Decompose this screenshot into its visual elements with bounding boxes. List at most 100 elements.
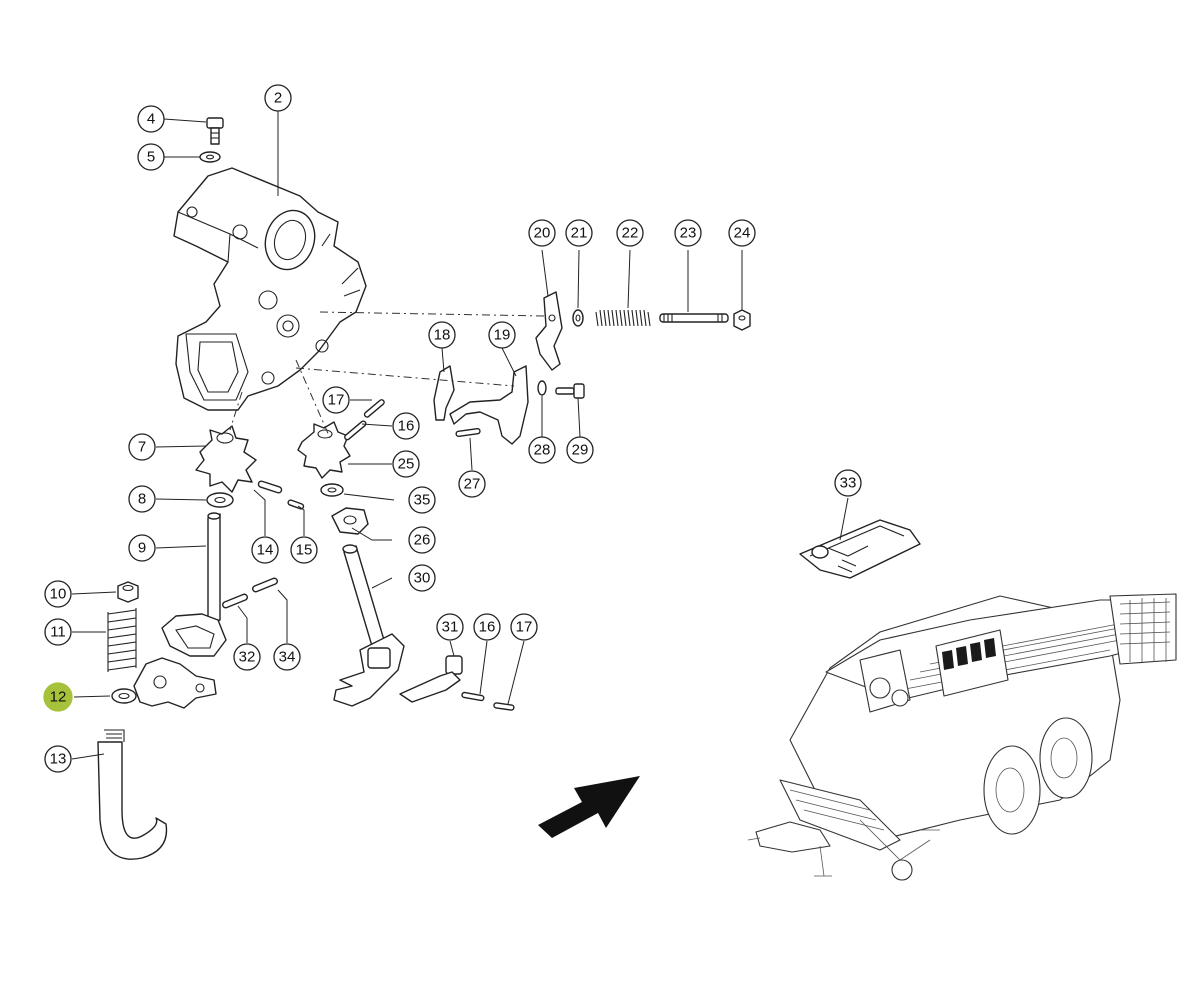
callout-12[interactable]: 12 xyxy=(43,682,73,712)
svg-text:5: 5 xyxy=(147,149,155,166)
callout-2[interactable]: 2 xyxy=(264,84,292,112)
svg-text:29: 29 xyxy=(572,442,589,459)
svg-text:28: 28 xyxy=(534,442,551,459)
callout-7[interactable]: 7 xyxy=(128,433,156,461)
part-21-washer-drawing xyxy=(572,309,584,327)
part-29-bolt-drawing xyxy=(555,383,585,399)
svg-text:12: 12 xyxy=(50,689,67,706)
part-16-pin-lower-drawing xyxy=(461,691,485,702)
svg-text:9: 9 xyxy=(138,540,146,557)
svg-text:17: 17 xyxy=(516,619,533,636)
svg-text:16: 16 xyxy=(398,418,415,435)
svg-text:16: 16 xyxy=(479,619,496,636)
callout-27[interactable]: 27 xyxy=(458,470,486,498)
callout-13[interactable]: 13 xyxy=(44,745,72,773)
callout-22[interactable]: 22 xyxy=(616,219,644,247)
callout-19[interactable]: 19 xyxy=(488,321,516,349)
callouts: 2 4 5 7 8 9 10 11 12 13 14 15 17 16 25 3… xyxy=(43,84,862,773)
part-8-washer-drawing xyxy=(206,492,234,508)
part-5-washer-drawing xyxy=(199,151,221,163)
part-24-nut-drawing xyxy=(733,309,751,331)
svg-text:13: 13 xyxy=(50,751,67,768)
callout-26[interactable]: 26 xyxy=(408,526,436,554)
svg-text:11: 11 xyxy=(50,624,66,641)
svg-text:19: 19 xyxy=(494,327,511,344)
svg-text:7: 7 xyxy=(138,439,146,456)
callout-17-upper[interactable]: 17 xyxy=(322,386,350,414)
svg-text:32: 32 xyxy=(239,649,256,666)
svg-text:35: 35 xyxy=(414,492,431,509)
svg-text:27: 27 xyxy=(464,476,481,493)
part-7-gear-drawing xyxy=(195,425,257,493)
part-11-spring-drawing xyxy=(107,608,137,672)
callout-10[interactable]: 10 xyxy=(44,580,72,608)
svg-text:25: 25 xyxy=(398,456,415,473)
part-16-pin-upper-drawing xyxy=(344,420,367,441)
part-22-spring-drawing xyxy=(595,309,651,327)
svg-text:15: 15 xyxy=(296,542,313,559)
callout-33[interactable]: 33 xyxy=(834,469,862,497)
part-26-bracket-drawing xyxy=(331,507,369,535)
callout-9[interactable]: 9 xyxy=(128,534,156,562)
callout-16-lower[interactable]: 16 xyxy=(473,613,501,641)
baler-machine-drawing xyxy=(747,593,1177,881)
svg-text:2: 2 xyxy=(274,90,282,107)
svg-text:33: 33 xyxy=(840,475,857,492)
part-2-housing-drawing xyxy=(173,167,367,411)
part-27-pin-drawing xyxy=(455,427,481,438)
svg-text:34: 34 xyxy=(279,649,296,666)
callout-15[interactable]: 15 xyxy=(290,536,318,564)
part-28-washer-drawing xyxy=(537,380,547,396)
callout-16-upper[interactable]: 16 xyxy=(392,412,420,440)
callout-34[interactable]: 34 xyxy=(273,643,301,671)
svg-text:31: 31 xyxy=(442,619,459,636)
svg-text:20: 20 xyxy=(534,225,551,242)
svg-text:30: 30 xyxy=(414,570,431,587)
callout-8[interactable]: 8 xyxy=(128,485,156,513)
callout-18[interactable]: 18 xyxy=(428,321,456,349)
part-9-shaft-drawing xyxy=(161,512,227,657)
callout-20[interactable]: 20 xyxy=(528,219,556,247)
svg-text:22: 22 xyxy=(622,225,639,242)
assembly-axis-lines xyxy=(229,311,547,439)
part-14-pin-drawing xyxy=(257,480,283,494)
callout-5[interactable]: 5 xyxy=(137,143,165,171)
callout-11[interactable]: 11 xyxy=(44,618,72,646)
callout-21[interactable]: 21 xyxy=(565,219,593,247)
part-32-pin-drawing xyxy=(222,593,248,609)
callout-24[interactable]: 24 xyxy=(728,219,756,247)
callout-28[interactable]: 28 xyxy=(528,436,556,464)
part-10-nut-drawing xyxy=(117,581,139,603)
leader-lines xyxy=(71,110,849,760)
part-23-rod-drawing xyxy=(659,313,729,323)
part-33-plate-drawing xyxy=(799,519,921,579)
direction-arrow xyxy=(538,776,640,838)
callout-25[interactable]: 25 xyxy=(392,450,420,478)
part-34-pin-drawing xyxy=(252,577,278,593)
callout-4[interactable]: 4 xyxy=(137,105,165,133)
part-30-shaft-drawing xyxy=(333,544,405,707)
callout-31[interactable]: 31 xyxy=(436,613,464,641)
svg-text:17: 17 xyxy=(328,392,345,409)
callout-30[interactable]: 30 xyxy=(408,564,436,592)
part-17-pin-lower-drawing xyxy=(493,702,515,711)
callout-14[interactable]: 14 xyxy=(251,536,279,564)
part-20-latch-drawing xyxy=(535,291,563,371)
part-31-lever-drawing xyxy=(399,655,463,703)
callout-17-lower[interactable]: 17 xyxy=(510,613,538,641)
part-25-gear-drawing xyxy=(297,421,351,479)
callout-32[interactable]: 32 xyxy=(233,643,261,671)
part-17-pin-upper-drawing xyxy=(363,399,385,418)
svg-text:4: 4 xyxy=(147,111,155,128)
part-13-hook-drawing xyxy=(97,729,168,860)
svg-text:23: 23 xyxy=(680,225,697,242)
svg-text:8: 8 xyxy=(138,491,146,508)
svg-text:26: 26 xyxy=(414,532,431,549)
svg-text:21: 21 xyxy=(571,225,588,242)
callout-29[interactable]: 29 xyxy=(566,436,594,464)
callout-23[interactable]: 23 xyxy=(674,219,702,247)
part-19-lever-drawing xyxy=(449,365,529,445)
part-35-washer-drawing xyxy=(320,483,344,497)
callout-35[interactable]: 35 xyxy=(408,486,436,514)
